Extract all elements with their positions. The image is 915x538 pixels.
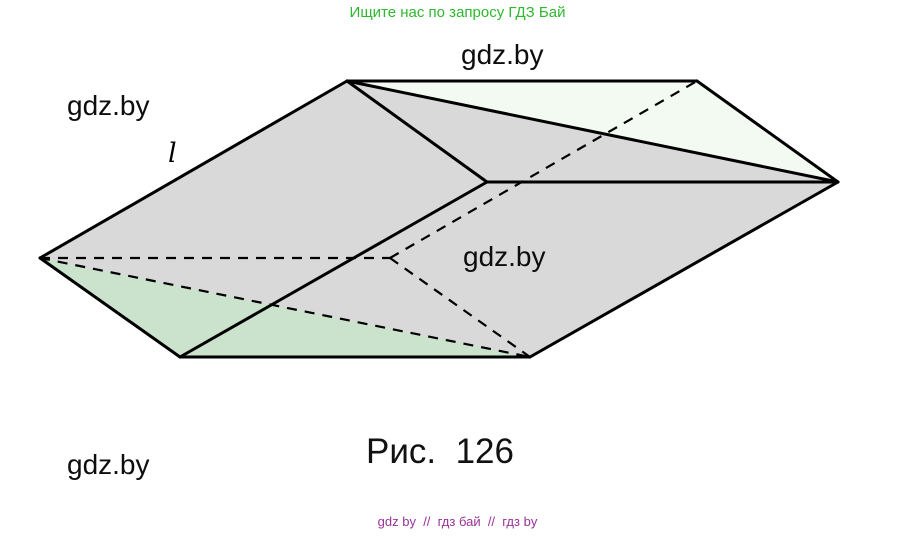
site-footer-text: gdz by // гдз бай // гдз by — [377, 514, 538, 529]
parallelepiped-body-face — [40, 81, 838, 357]
site-header-text: Ищите нас по запросу ГДЗ Бай — [349, 4, 566, 21]
figure-caption: Рис. 126 — [366, 432, 514, 471]
lateral-edge-middle — [178, 180, 489, 359]
edge-length-label: l — [168, 138, 177, 169]
top-edge-left — [345, 79, 489, 184]
lateral-edge-right — [528, 180, 840, 359]
hidden-lateral-edge — [389, 80, 698, 259]
top-face-diagonal — [345, 79, 840, 184]
watermark-left: gdz.by — [67, 90, 150, 121]
bottom-section-triangle — [40, 258, 530, 357]
watermark-top: gdz.by — [461, 39, 544, 70]
lateral-edge-l — [38, 79, 349, 260]
top-edge-right — [695, 79, 840, 184]
watermark-middle: gdz.by — [463, 241, 546, 272]
watermark-bottom-left: gdz.by — [67, 449, 150, 480]
bottom-edge-left — [38, 256, 182, 359]
hidden-bottom-diagonal — [39, 256, 531, 359]
